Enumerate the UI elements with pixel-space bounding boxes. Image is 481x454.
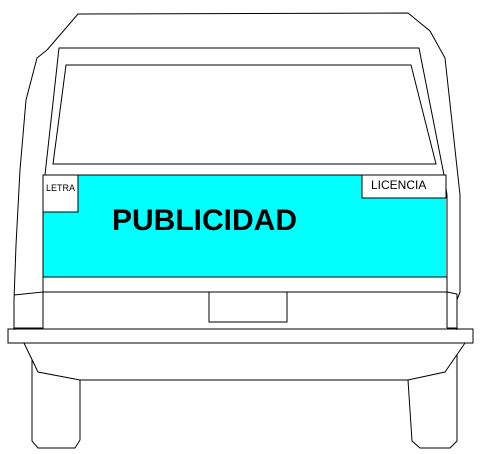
left-wheel xyxy=(31,360,81,449)
rear-window-frame xyxy=(44,47,445,176)
advertising-panel xyxy=(43,175,446,277)
right-taillight xyxy=(446,291,458,329)
advertising-text: PUBLICIDAD xyxy=(112,204,297,237)
letter-box-label: LETRA xyxy=(46,183,75,193)
license-box-label: LICENCIA xyxy=(371,178,426,192)
license-box xyxy=(361,174,447,199)
right-wheel xyxy=(407,355,458,449)
rear-window-glass xyxy=(52,64,437,165)
license-plate xyxy=(208,291,288,323)
letter-box xyxy=(42,174,79,213)
left-taillight xyxy=(13,291,44,329)
cab-outline xyxy=(13,12,461,330)
lower-body xyxy=(23,342,466,381)
rear-bumper xyxy=(7,328,474,344)
